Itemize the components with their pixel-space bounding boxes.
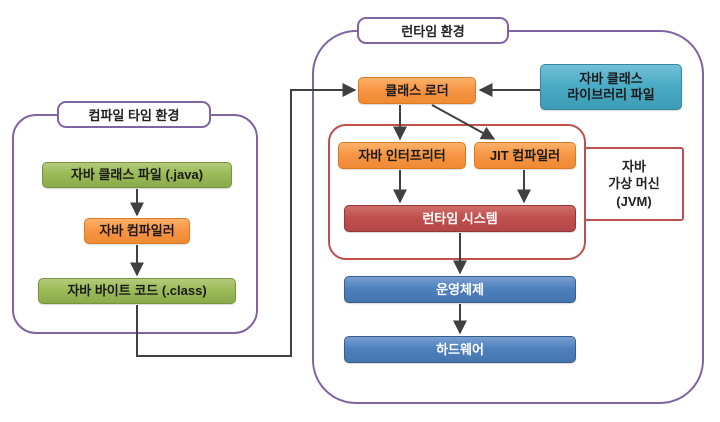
jvm-label-line1: 자바 [622,158,646,174]
node-hardware: 하드웨어 [344,336,576,363]
java-class-library-line1: 자바 클래스 [579,71,643,87]
node-java-compiler: 자바 컴파일러 [84,218,190,244]
compile-time-title: 컴파일 타임 환경 [57,101,211,128]
runtime-title: 런타임 환경 [357,17,509,44]
node-java-bytecode: 자바 바이트 코드 (.class) [38,278,236,304]
node-java-interpreter: 자바 인터프리터 [338,142,466,169]
jvm-label-line2: 가상 머신 [608,176,660,192]
java-class-library-line2: 라이브러리 파일 [567,87,655,102]
node-operating-system: 운영체제 [344,276,576,303]
node-java-class-file: 자바 클래스 파일 (.java) [42,162,232,188]
jvm-label-line3: (JVM) [616,193,652,209]
node-java-class-library: 자바 클래스 라이브러리 파일 [540,64,682,110]
node-jit-compiler: JIT 컴파일러 [474,142,576,169]
node-runtime-system: 런타임 시스템 [344,205,576,232]
node-class-loader: 클래스 로더 [358,77,476,104]
jvm-label: 자바 가상 머신 (JVM) [584,147,684,221]
